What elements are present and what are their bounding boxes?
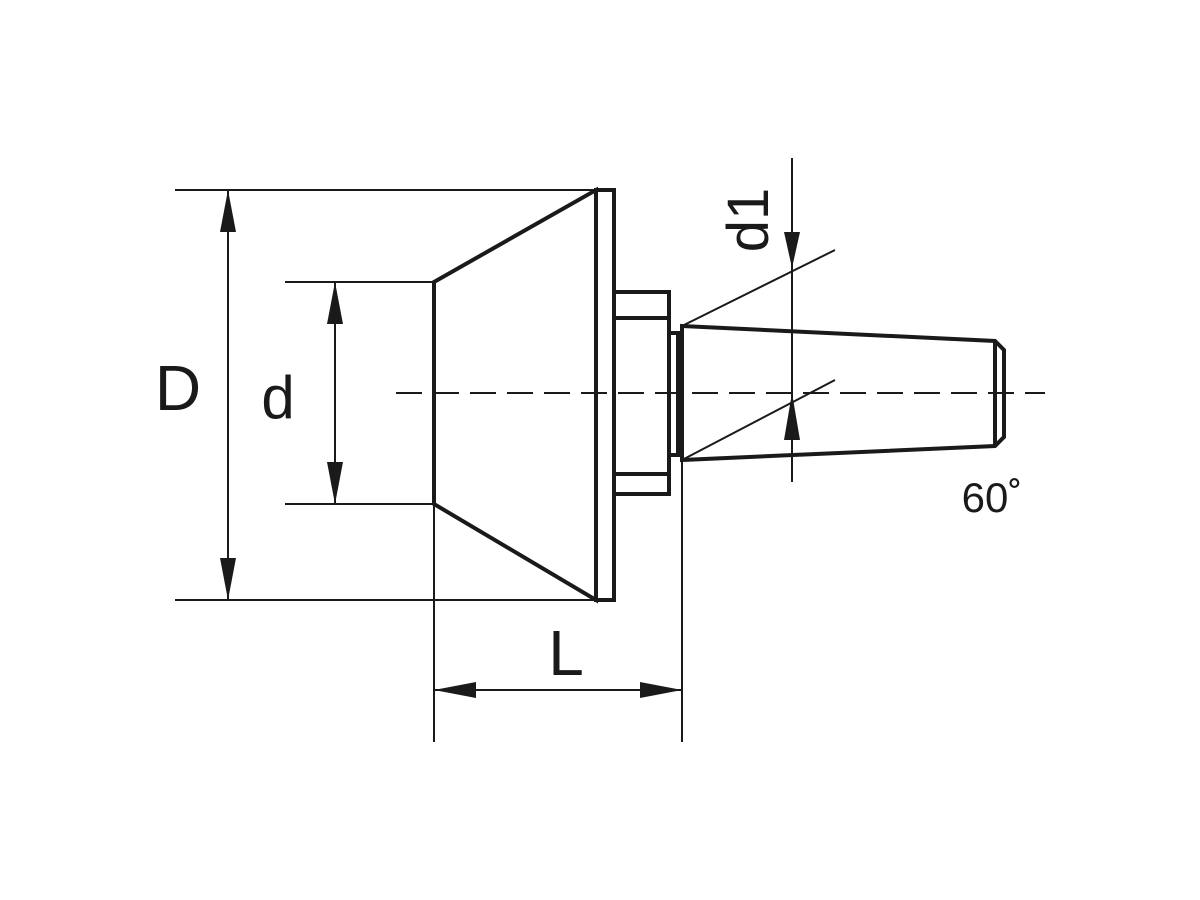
angle-lines [681,249,836,461]
label-d1: d1 [716,188,781,253]
label-L: L [548,617,584,689]
label-angle: 60˚ [962,474,1023,521]
dimension-d [285,281,434,505]
cone-body [432,186,598,604]
dimension-d1 [784,158,800,482]
label-d: d [261,364,294,431]
dimension-L [433,460,683,742]
dimension-D [175,189,596,601]
collar-hub [612,290,671,496]
label-D: D [155,352,201,424]
flange-plate [594,188,616,602]
